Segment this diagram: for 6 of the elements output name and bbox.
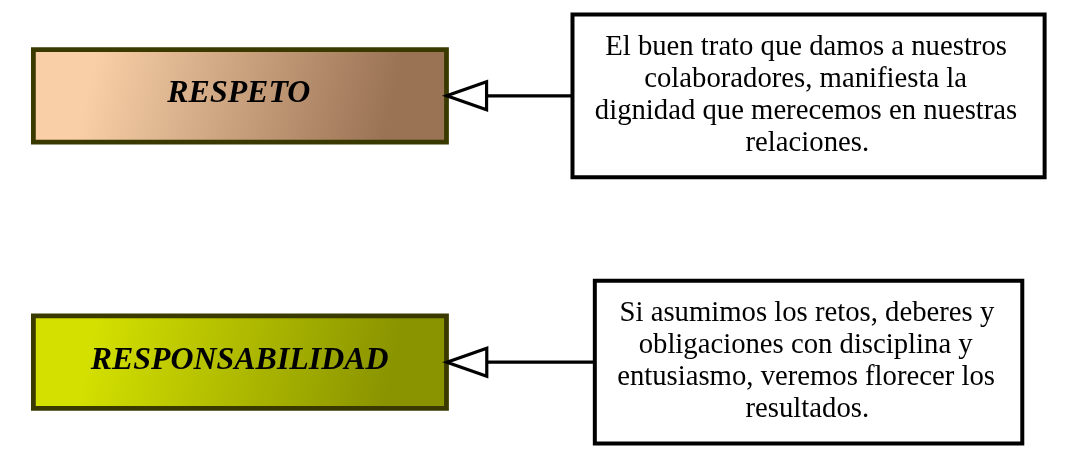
node-box: El buen trato que damos a nuestros colaboradores, manifiesta la dignidad que merecemos en nuestras relaciones. [570, 12, 1047, 180]
node-box: Si asumimos los retos, deberes y obligaciones con disciplina y entusiasmo, veremos florecer los resultados. [592, 278, 1025, 446]
node-box: RESPETO [31, 47, 449, 145]
node-box: RESPONSABILIDAD [31, 313, 449, 411]
arrow [441, 79, 573, 112]
arrow [442, 346, 595, 379]
